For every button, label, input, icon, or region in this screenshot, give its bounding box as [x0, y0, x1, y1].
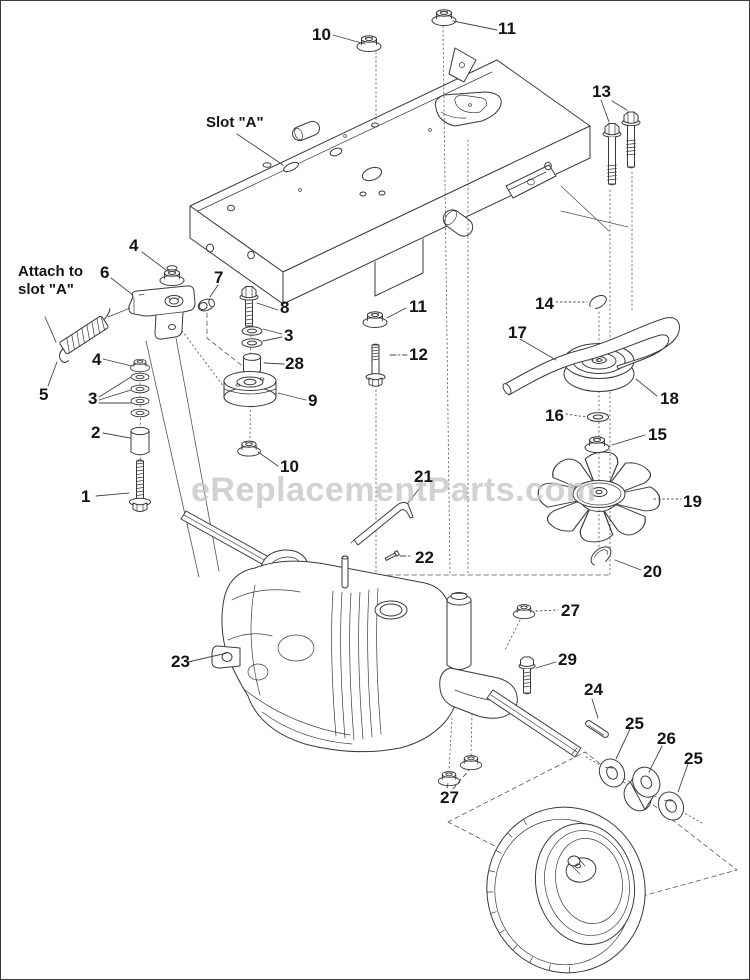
leader-lines: [44, 20, 689, 793]
transaxle: [180, 510, 582, 787]
part-label-6-4: 6: [100, 263, 110, 282]
part-label-10-0: 10: [312, 25, 331, 44]
flange-nut-11: [431, 9, 457, 26]
part-label-7-5: 7: [214, 268, 224, 287]
bolts-13: [602, 111, 641, 186]
idler-pulley-stack: [223, 286, 277, 457]
annotation-1: Attach to slot "A": [18, 263, 83, 298]
part-label-3-24: 3: [88, 389, 98, 408]
part-label-11-1: 11: [498, 19, 516, 38]
part-label-21-18: 21: [414, 467, 433, 486]
drive-belt: [502, 317, 680, 396]
part-label-13-2: 13: [592, 82, 611, 101]
part-label-29-29: 29: [558, 650, 577, 669]
part-label-5-22: 5: [39, 385, 49, 404]
part-label-10-17: 10: [280, 457, 299, 476]
part-label-27-28: 27: [561, 601, 580, 620]
part-label-12-11: 12: [409, 345, 428, 364]
part-label-24-30: 24: [584, 680, 603, 699]
part-label-2-25: 2: [91, 423, 101, 442]
part-label-17-10: 17: [508, 323, 527, 342]
part-label-19-19: 19: [683, 492, 702, 511]
part-label-14-9: 14: [535, 294, 554, 313]
part-label-25-33: 25: [684, 749, 703, 768]
roll-pin: [384, 550, 400, 561]
part-label-9-14: 9: [308, 391, 318, 410]
watermark: eReplacementParts.com: [191, 471, 597, 509]
part-label-26-32: 26: [657, 729, 676, 748]
part-label-16-15: 16: [545, 406, 564, 425]
part-label-1-26: 1: [81, 487, 91, 506]
flange-nut-10: [356, 35, 382, 52]
wheel: [486, 806, 646, 974]
axle-key-and-spacers: [585, 720, 685, 821]
extension-spring: [58, 307, 131, 363]
part-label-20-21: 20: [643, 562, 662, 581]
part-label-11-7: 11: [409, 297, 427, 316]
annotation-0: Slot "A": [206, 114, 264, 131]
frame-plate: [189, 47, 591, 305]
spacer-7: [197, 298, 215, 312]
part-label-22-20: 22: [415, 548, 434, 567]
idler-bracket: [128, 265, 215, 340]
hardware-stack-left: [129, 358, 151, 512]
support-rod: [350, 501, 414, 546]
part-label-8-6: 8: [280, 298, 290, 317]
axle-fasteners: [504, 604, 536, 695]
part-label-15-16: 15: [648, 425, 667, 444]
part-label-28-12: 28: [285, 354, 304, 373]
part-label-25-31: 25: [625, 714, 644, 733]
center-fasteners: [362, 311, 388, 387]
part-label-27-34: 27: [440, 788, 459, 807]
part-label-18-13: 18: [660, 389, 679, 408]
part-label-23-27: 23: [171, 652, 190, 671]
part-label-4-3: 4: [129, 236, 139, 255]
part-label-4-23: 4: [92, 350, 102, 369]
part-label-3-8: 3: [284, 326, 294, 345]
